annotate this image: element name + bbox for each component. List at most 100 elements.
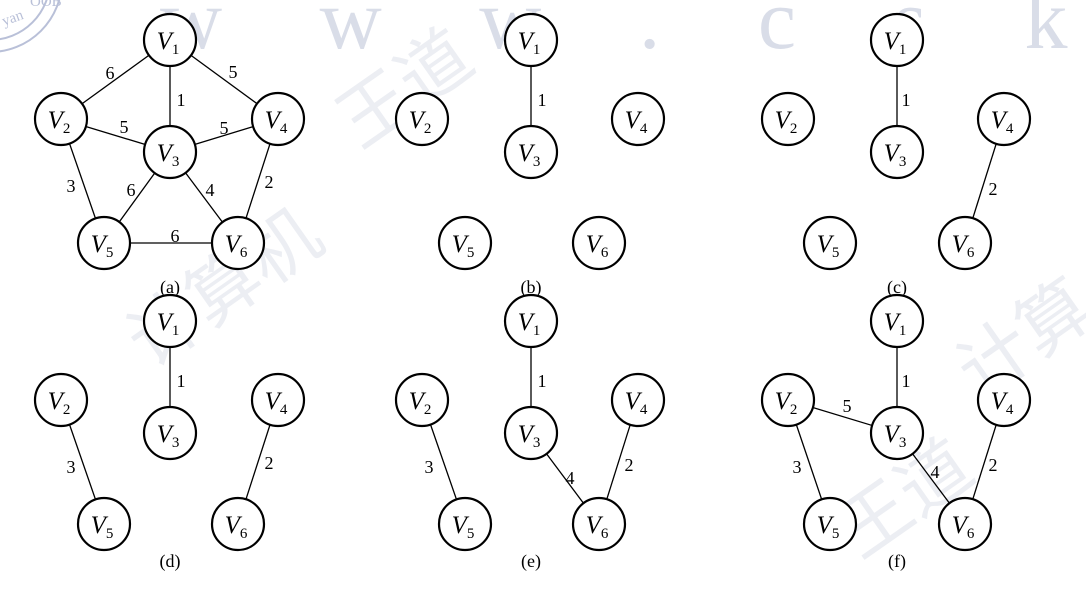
vertex-circle xyxy=(802,496,858,552)
vertex-circle xyxy=(33,91,89,147)
edge-weight-label: 1 xyxy=(177,371,186,391)
edge-weight-label: 5 xyxy=(229,62,238,82)
vertex-node: V5 xyxy=(437,496,493,552)
edge-weight-label: 6 xyxy=(106,63,115,83)
vertex-circle xyxy=(394,91,450,147)
vertex-node: V2 xyxy=(760,91,816,147)
edge-weight-label: 6 xyxy=(127,180,136,200)
edge-weight-label: 3 xyxy=(793,457,802,477)
edge-weight-label: 4 xyxy=(931,462,940,482)
vertex-circle xyxy=(571,215,627,271)
vertex-circle xyxy=(937,215,993,271)
vertex-circle xyxy=(142,124,198,180)
edge-weight-label: 5 xyxy=(220,118,229,138)
panel-caption: (b) xyxy=(521,277,542,298)
vertex-circle xyxy=(503,124,559,180)
vertex-node: V3 xyxy=(503,405,559,461)
vertex-node: V4 xyxy=(610,372,666,428)
vertex-circle xyxy=(76,215,132,271)
vertex-node: V1 xyxy=(869,293,925,349)
edge-weight-label: 3 xyxy=(67,176,76,196)
vertex-node: V4 xyxy=(976,372,1032,428)
vertex-node: V3 xyxy=(142,124,198,180)
edge-weight-label: 2 xyxy=(265,172,274,192)
edge-weight-label: 1 xyxy=(177,90,186,110)
vertex-node: V4 xyxy=(976,91,1032,147)
vertex-node: V3 xyxy=(503,124,559,180)
vertex-circle xyxy=(503,293,559,349)
vertex-circle xyxy=(503,405,559,461)
panel-caption: (a) xyxy=(160,277,180,298)
edge-weight-label: 5 xyxy=(843,396,852,416)
edge-weight-label: 6 xyxy=(171,226,180,246)
edge-weight-label: 1 xyxy=(902,90,911,110)
vertex-node: V5 xyxy=(437,215,493,271)
edge-weight-label: 1 xyxy=(538,90,547,110)
vertex-circle xyxy=(76,496,132,552)
vertex-circle xyxy=(394,372,450,428)
vertex-node: V1 xyxy=(503,12,559,68)
vertex-node: V3 xyxy=(869,124,925,180)
edge-weight-label: 1 xyxy=(902,371,911,391)
vertex-node: V6 xyxy=(210,496,266,552)
vertex-node: V2 xyxy=(33,372,89,428)
vertex-node: V1 xyxy=(142,12,198,68)
vertex-circle xyxy=(802,215,858,271)
vertex-circle xyxy=(503,12,559,68)
stamp-text: yan xyxy=(0,7,26,30)
vertex-node: V4 xyxy=(250,372,306,428)
vertex-circle xyxy=(142,12,198,68)
watermark-chinese-marks: 王道 计算机 王道 计算 xyxy=(113,15,1086,573)
panel-caption: (e) xyxy=(521,551,541,572)
vertex-circle xyxy=(250,91,306,147)
vertex-node: V5 xyxy=(802,215,858,271)
edge-weight-label: 3 xyxy=(425,457,434,477)
vertex-node: V1 xyxy=(503,293,559,349)
vertex-node: V3 xyxy=(869,405,925,461)
vertex-node: V2 xyxy=(760,372,816,428)
vertex-circle xyxy=(869,12,925,68)
vertex-node: V4 xyxy=(250,91,306,147)
edge-weight-label: 2 xyxy=(265,453,274,473)
edge-weight-label: 4 xyxy=(206,180,215,200)
vertex-circle xyxy=(937,496,993,552)
edge-weight-label: 2 xyxy=(989,179,998,199)
vertex-node: V6 xyxy=(937,215,993,271)
vertex-circle xyxy=(33,372,89,428)
vertex-node: V2 xyxy=(394,372,450,428)
vertex-circle xyxy=(437,496,493,552)
vertex-node: V2 xyxy=(394,91,450,147)
vertex-circle xyxy=(610,372,666,428)
vertex-circle xyxy=(610,91,666,147)
vertex-node: V5 xyxy=(802,496,858,552)
panel-caption: (d) xyxy=(160,551,181,572)
vertex-node: V5 xyxy=(76,496,132,552)
vertex-node: V6 xyxy=(210,215,266,271)
vertex-circle xyxy=(760,91,816,147)
edge-weight-label: 2 xyxy=(625,455,634,475)
panel-caption: (c) xyxy=(887,277,907,298)
vertex-circle xyxy=(210,496,266,552)
vertex-node: V5 xyxy=(76,215,132,271)
vertex-circle xyxy=(571,496,627,552)
vertex-node: V1 xyxy=(142,293,198,349)
edge-weight-label: 2 xyxy=(989,455,998,475)
edge-weight-label: 4 xyxy=(566,468,575,488)
edge-weight-label: 1 xyxy=(538,371,547,391)
vertex-circle xyxy=(142,293,198,349)
vertex-circle xyxy=(210,215,266,271)
vertex-circle xyxy=(437,215,493,271)
vertex-circle xyxy=(760,372,816,428)
vertex-node: V2 xyxy=(33,91,89,147)
vertex-node: V1 xyxy=(869,12,925,68)
vertex-node: V6 xyxy=(571,215,627,271)
edge-weight-label: 3 xyxy=(67,457,76,477)
vertex-circle xyxy=(869,293,925,349)
vertex-circle xyxy=(976,372,1032,428)
